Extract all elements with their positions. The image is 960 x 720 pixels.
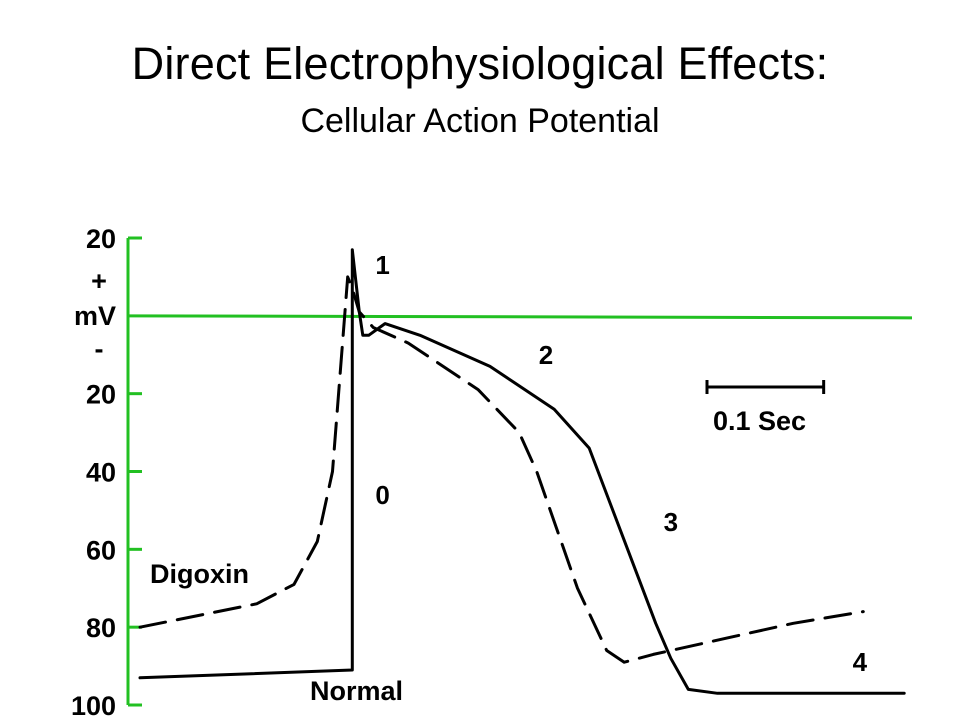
y-tick-label-3: 40 bbox=[86, 458, 116, 488]
page-subtitle: Cellular Action Potential bbox=[300, 102, 660, 140]
y-axis-plus-sign: + bbox=[91, 266, 107, 296]
page-title: Direct Electrophysiological Effects: bbox=[131, 38, 829, 89]
y-tick-label-6: 100 bbox=[71, 691, 116, 720]
series-line-digoxin bbox=[138, 275, 865, 664]
time-scale-bar bbox=[705, 380, 826, 394]
phase-label-1: 1 bbox=[375, 250, 389, 280]
y-tick-label-5: 80 bbox=[86, 613, 116, 643]
series-label-normal: Normal bbox=[310, 676, 403, 706]
y-axis-minus-sign: - bbox=[95, 334, 104, 364]
time-scale-label: 0.1 Sec bbox=[713, 406, 806, 436]
y-axis bbox=[126, 236, 142, 707]
phase-labels: 1 2 3 0 4 bbox=[375, 250, 867, 677]
series-label-digoxin: Digoxin bbox=[150, 559, 249, 589]
phase-label-4: 4 bbox=[853, 647, 868, 677]
phase-label-3: 3 bbox=[664, 507, 678, 537]
y-tick-label-4: 60 bbox=[86, 535, 116, 565]
y-axis-unit: mV bbox=[74, 301, 116, 331]
y-tick-label-2: 20 bbox=[86, 380, 116, 410]
series bbox=[138, 248, 906, 695]
y-tick-labels: 20 20 40 60 80 100 bbox=[71, 224, 116, 720]
phase-label-0: 0 bbox=[375, 480, 389, 510]
series-line-normal bbox=[138, 248, 906, 695]
phase-label-2: 2 bbox=[539, 340, 553, 370]
zero-reference-line bbox=[127, 314, 913, 320]
y-tick-label-0: 20 bbox=[86, 224, 116, 254]
zero-line bbox=[127, 314, 913, 320]
